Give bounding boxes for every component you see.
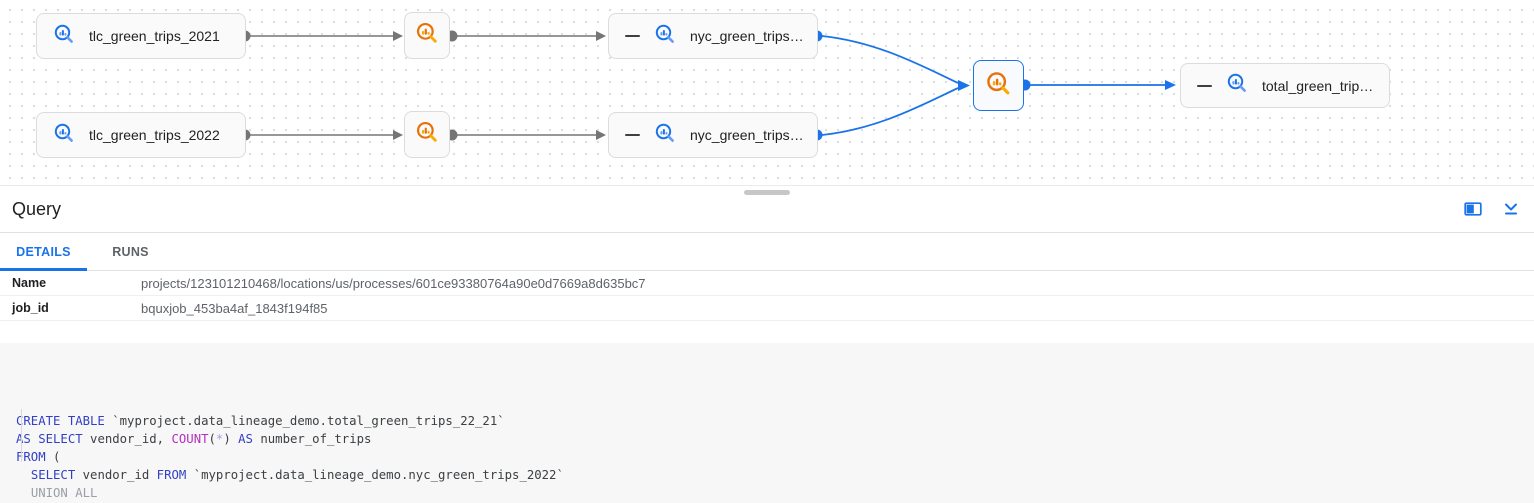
table-node-nyc-green-trips-bottom[interactable]: nyc_green_trips…: [608, 112, 818, 158]
bigquery-process-icon: [415, 120, 439, 149]
lineage-graph-canvas[interactable]: tlc_green_trips_2021 tlc_green_trips_202…: [0, 0, 1534, 186]
bigquery-table-icon: [53, 122, 75, 149]
indent-guide: [21, 409, 22, 462]
detail-label: job_id: [12, 301, 49, 315]
detail-value: projects/123101210468/locations/us/proce…: [141, 275, 646, 291]
table-node-nyc-green-trips-top[interactable]: nyc_green_trips…: [608, 13, 818, 59]
table-node-label: nyc_green_trips…: [690, 127, 804, 143]
process-node-query-2[interactable]: [404, 111, 450, 158]
details-table: Name projects/123101210468/locations/us/p…: [0, 271, 1534, 321]
sql-line: SELECT vendor_id FROM `myproject.data_li…: [30, 468, 564, 482]
table-node-tlc-green-trips-2021[interactable]: tlc_green_trips_2021: [36, 13, 246, 59]
table-node-label: tlc_green_trips_2022: [89, 127, 220, 143]
tab-details[interactable]: DETAILS: [0, 233, 87, 271]
collapse-minus-icon[interactable]: [625, 134, 640, 136]
bigquery-process-icon: [415, 21, 439, 50]
process-node-query-1[interactable]: [404, 12, 450, 59]
process-node-query-selected[interactable]: [973, 60, 1024, 111]
bigquery-table-icon: [53, 23, 75, 50]
panel-header: Query: [0, 186, 1534, 233]
bigquery-table-icon: [654, 23, 676, 50]
table-node-label: tlc_green_trips_2021: [89, 28, 220, 44]
sql-line: UNION ALL: [30, 486, 98, 500]
detail-value: bquxjob_453ba4af_1843f194f85: [141, 300, 328, 316]
detail-row-name: Name projects/123101210468/locations/us/p…: [0, 271, 1534, 296]
sql-line: AS SELECT vendor_id, COUNT(*) AS number_…: [16, 432, 372, 446]
sql-line: CREATE TABLE `myproject.data_lineage_dem…: [16, 414, 505, 428]
panel-title: Query: [12, 198, 62, 219]
tab-runs[interactable]: RUNS: [112, 244, 149, 259]
collapse-minus-icon[interactable]: [625, 35, 640, 37]
bigquery-table-icon: [654, 122, 676, 149]
table-node-label: nyc_green_trips…: [690, 28, 804, 44]
collapse-minus-icon[interactable]: [1197, 84, 1212, 87]
table-node-label: total_green_trip…: [1262, 77, 1374, 94]
bigquery-table-icon: [1226, 72, 1248, 99]
detail-row-job_id: job_id bquxjob_453ba4af_1843f194f85: [0, 296, 1534, 321]
collapse-panel-icon[interactable]: [1502, 200, 1520, 218]
table-node-tlc-green-trips-2022[interactable]: tlc_green_trips_2022: [36, 112, 246, 158]
lineage-edges: [239, 30, 1176, 141]
sql-line: FROM (: [16, 450, 61, 464]
sql-query-code: CREATE TABLE `myproject.data_lineage_dem…: [0, 343, 1534, 503]
bigquery-process-icon: [985, 70, 1012, 102]
table-node-total-green-trips[interactable]: total_green_trip…: [1180, 63, 1390, 108]
side-panel-icon[interactable]: [1464, 200, 1482, 218]
panel-drag-handle[interactable]: [744, 190, 790, 195]
panel-tabbar: DETAILS RUNS: [0, 233, 1534, 271]
detail-label: Name: [12, 276, 47, 290]
